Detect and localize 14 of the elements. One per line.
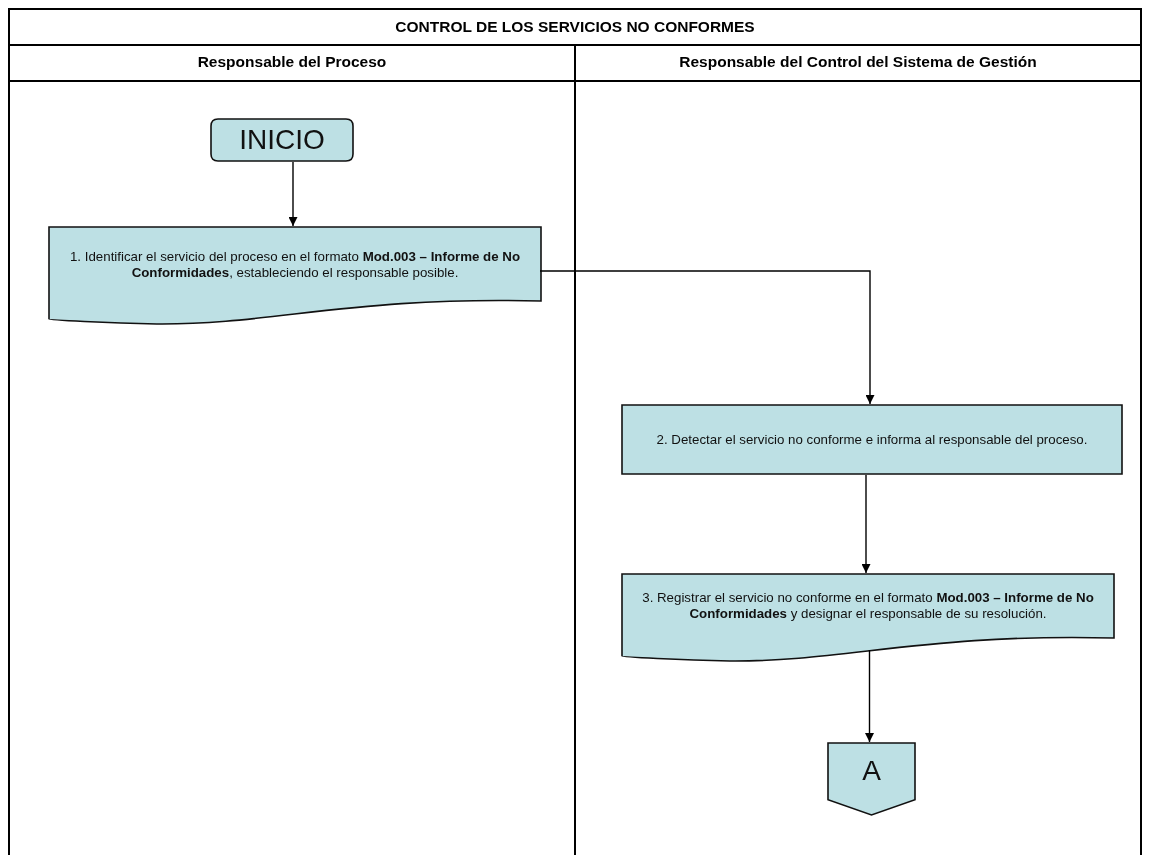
swimlane bbox=[574, 44, 1142, 855]
arrow bbox=[861, 474, 871, 574]
arrow bbox=[288, 161, 298, 227]
table-title: CONTROL DE LOS SERVICIOS NO CONFORMES bbox=[8, 8, 1142, 46]
lane-header: Responsable del Proceso bbox=[10, 44, 574, 82]
arrow bbox=[865, 649, 874, 743]
lane-header: Responsable del Control del Sistema de Gestión bbox=[576, 44, 1140, 82]
step-text: 1. Identificar el servicio del proceso en el formato Mod.003 – Informe de No Conformidades, estableciendo el responsable posible. bbox=[68, 249, 522, 281]
symbol-label: INICIO bbox=[239, 123, 325, 157]
arrow bbox=[539, 270, 875, 405]
step-text: 2. Detectar el servicio no conforme e informa al responsable del proceso. bbox=[656, 431, 1088, 448]
swimlane bbox=[8, 44, 576, 855]
step-text: 3. Registrar el servicio no conforme en el formato Mod.003 – Informe de No Conformidades y designar el responsable de su resolución. bbox=[641, 589, 1095, 622]
symbol-label: A bbox=[862, 754, 881, 788]
